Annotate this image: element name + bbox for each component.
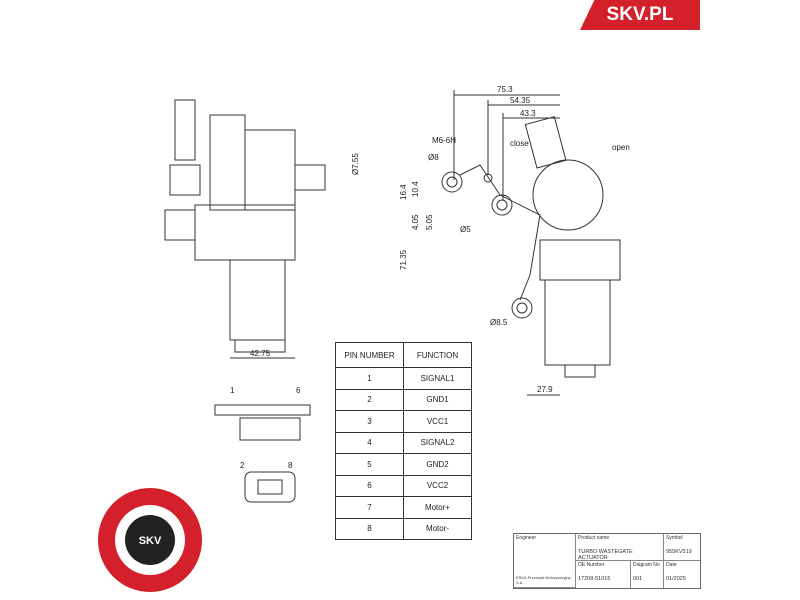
function-cell: VCC2 bbox=[403, 474, 472, 497]
symbol-value: 955KV519 bbox=[666, 549, 692, 555]
svg-text:4.05: 4.05 bbox=[411, 214, 420, 230]
product-name: TURBO WASTEGATE ACTUATOR bbox=[578, 549, 633, 561]
actuator-side-view bbox=[164, 99, 326, 353]
pin-cell: 4 bbox=[335, 431, 404, 454]
svg-text:close: close bbox=[510, 139, 529, 148]
svg-text:Ø8: Ø8 bbox=[428, 153, 439, 162]
svg-text:6: 6 bbox=[296, 386, 301, 395]
pin-cell: 1 bbox=[335, 367, 404, 390]
svg-text:M6-6H: M6-6H bbox=[432, 136, 456, 145]
oe-number: 17208-51015 bbox=[578, 576, 611, 582]
svg-text:Ø8.5: Ø8.5 bbox=[490, 318, 508, 327]
pin-cell: 7 bbox=[335, 496, 404, 519]
pin-header: PIN NUMBER bbox=[335, 342, 404, 368]
pin-cell: 6 bbox=[335, 474, 404, 497]
product-label: Product name bbox=[578, 535, 610, 541]
function-cell: VCC1 bbox=[403, 410, 472, 433]
function-cell: GND1 bbox=[403, 388, 472, 411]
skv-logo: SKV.PL bbox=[580, 0, 700, 30]
svg-text:42.75: 42.75 bbox=[250, 349, 271, 358]
svg-text:8: 8 bbox=[288, 461, 293, 470]
function-cell: SIGNAL2 bbox=[403, 431, 472, 454]
svg-text:2: 2 bbox=[240, 461, 245, 470]
svg-text:27.9: 27.9 bbox=[537, 385, 553, 394]
svg-text:1: 1 bbox=[230, 386, 235, 395]
function-header: FUNCTION bbox=[403, 342, 472, 368]
svg-text:SKV: SKV bbox=[139, 535, 162, 547]
svg-text:43.3: 43.3 bbox=[520, 109, 536, 118]
svg-text:16.4: 16.4 bbox=[399, 184, 408, 200]
pin-cell: 5 bbox=[335, 453, 404, 476]
title-block: Engineer ESKA Przemysł Motoryzacyjny S.A… bbox=[513, 533, 701, 589]
function-cell: GND2 bbox=[403, 453, 472, 476]
pin-cell: 8 bbox=[335, 517, 404, 540]
connector-6pin bbox=[214, 404, 311, 441]
svg-text:open: open bbox=[612, 143, 630, 152]
diagram-number: 001 bbox=[633, 576, 643, 582]
pin-cell: 2 bbox=[335, 388, 404, 411]
svg-text:71.35: 71.35 bbox=[399, 249, 408, 270]
connector-2pin bbox=[244, 471, 296, 503]
function-cell: SIGNAL1 bbox=[403, 367, 472, 390]
quality-seal: SKV bbox=[98, 488, 202, 592]
date-label: Date bbox=[666, 562, 677, 568]
company-name: ESKA Przemysł Motoryzacyjny S.A. bbox=[516, 575, 571, 585]
svg-text:Ø7.55: Ø7.55 bbox=[351, 153, 360, 175]
oe-label: OE Number bbox=[578, 562, 605, 568]
diagram-label: Diagram No bbox=[633, 562, 660, 568]
svg-text:10.4: 10.4 bbox=[411, 181, 420, 197]
date-value: 01/2025 bbox=[666, 576, 686, 582]
symbol-label: Symbol bbox=[666, 535, 683, 541]
svg-text:75.3: 75.3 bbox=[497, 85, 513, 94]
engineer-label: Engineer bbox=[516, 535, 537, 541]
function-cell: Motor+ bbox=[403, 496, 472, 519]
svg-text:Ø5: Ø5 bbox=[460, 225, 471, 234]
svg-text:54.35: 54.35 bbox=[510, 96, 531, 105]
svg-text:5.05: 5.05 bbox=[425, 214, 434, 230]
actuator-front-view bbox=[441, 90, 621, 378]
function-cell: Motor- bbox=[403, 517, 472, 540]
pin-cell: 3 bbox=[335, 410, 404, 433]
